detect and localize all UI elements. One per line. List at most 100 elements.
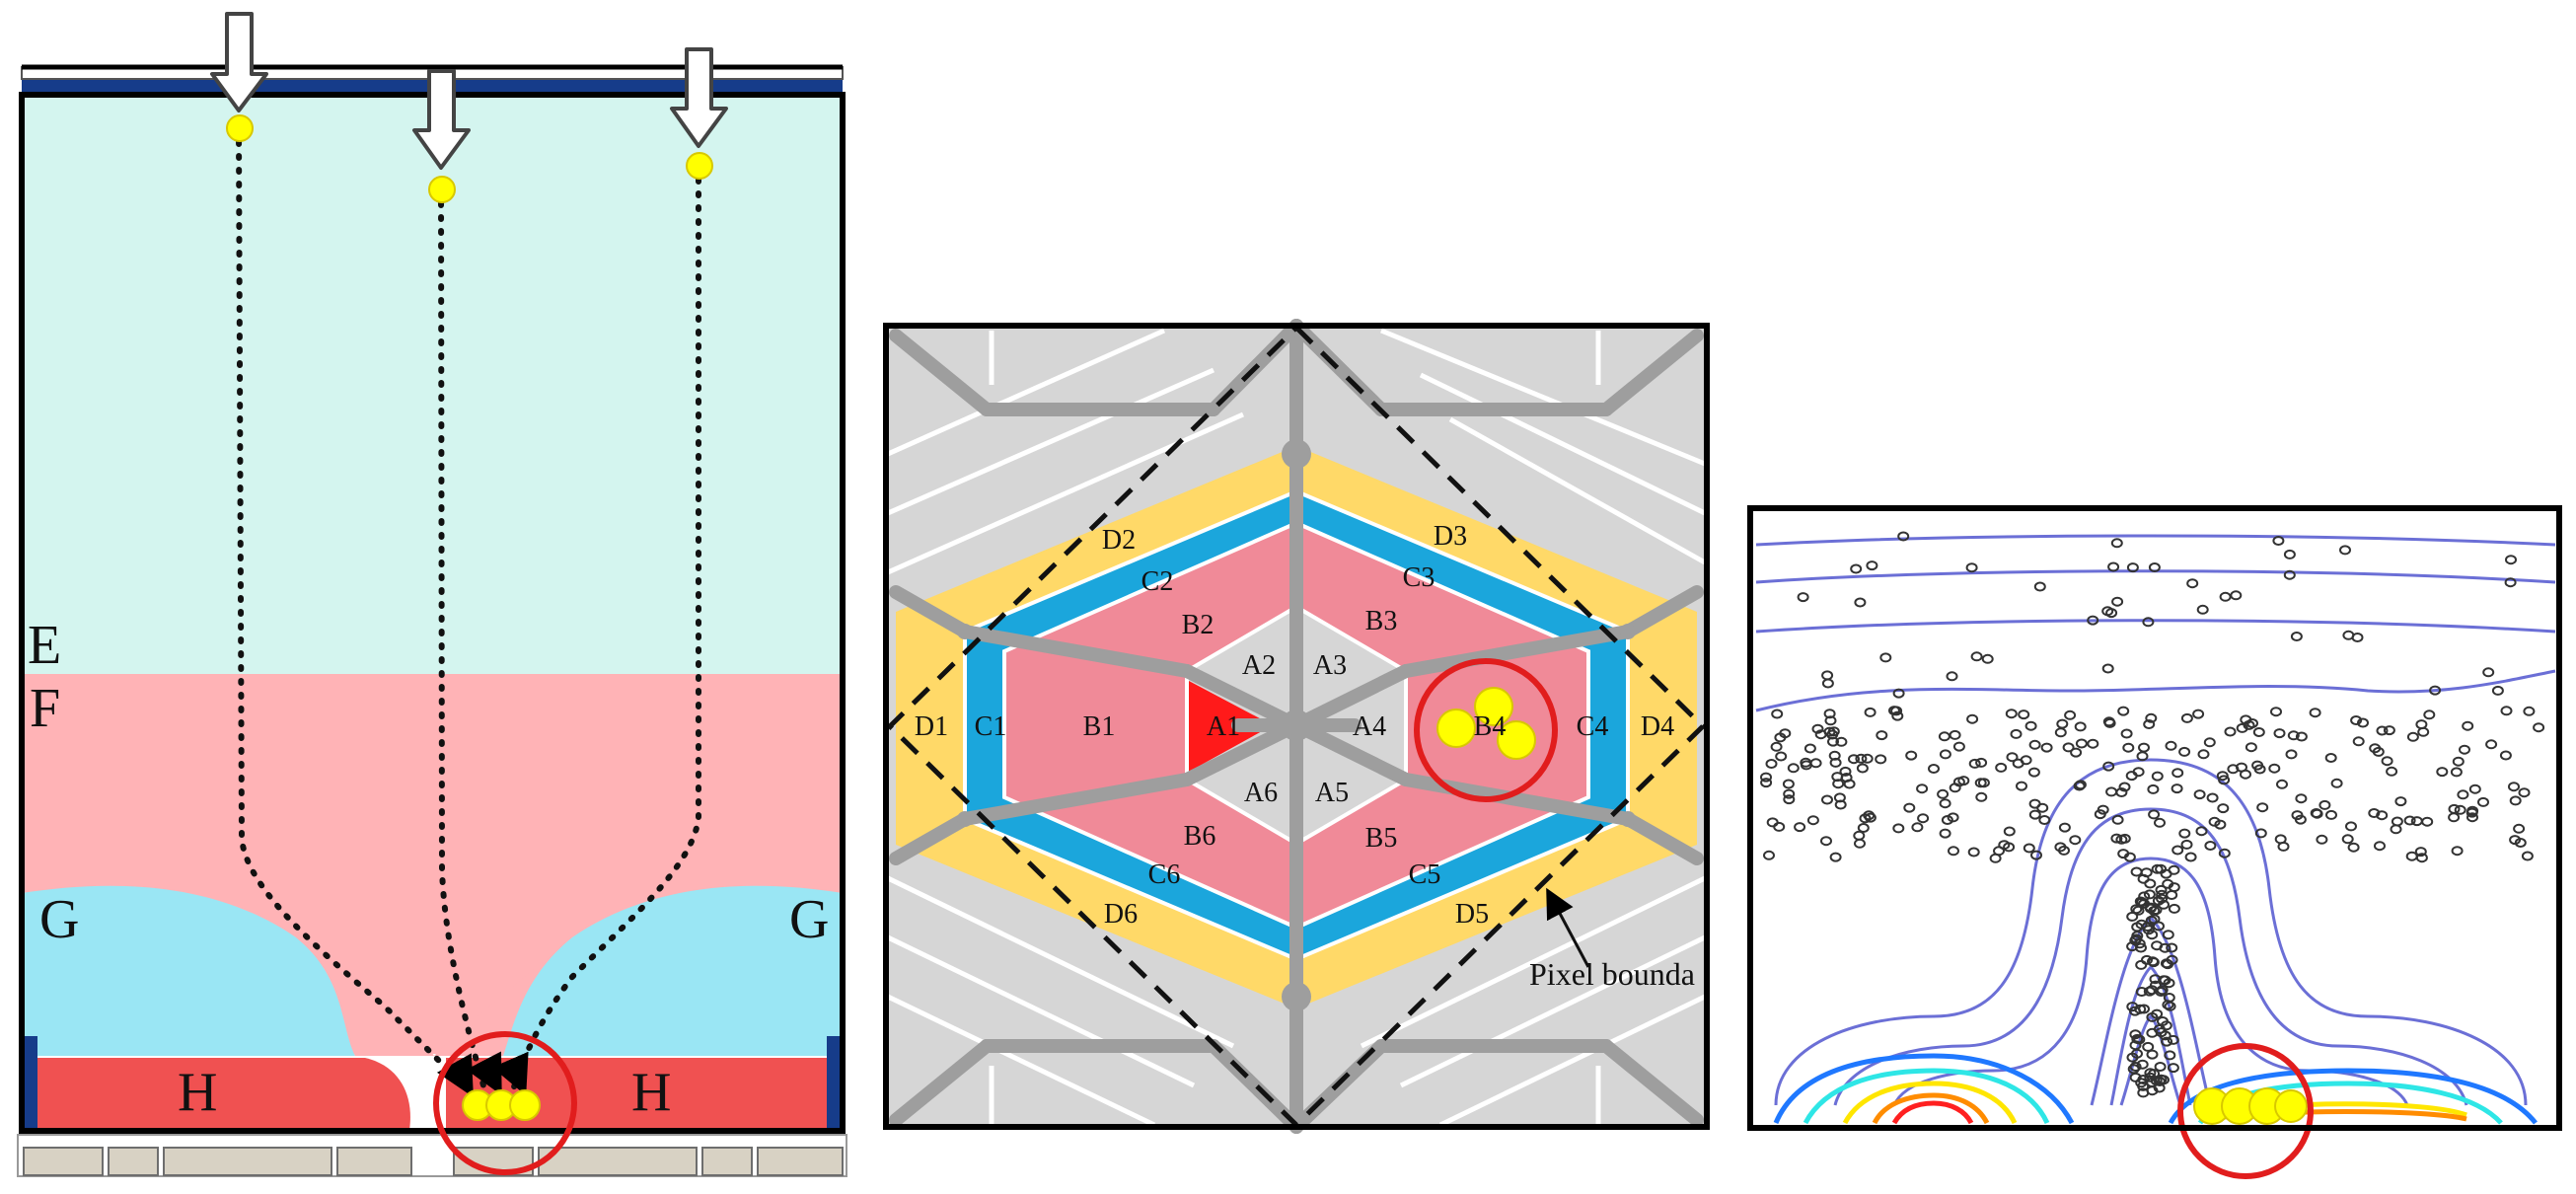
particle — [1800, 757, 1812, 768]
particle — [2523, 706, 2536, 716]
label-h-left: H — [178, 1062, 217, 1123]
region-h-left — [22, 1058, 410, 1130]
particle — [1854, 597, 1867, 608]
particle — [1939, 828, 1951, 839]
particle — [1864, 707, 1877, 717]
particle — [2145, 712, 2158, 723]
particle — [1760, 778, 1773, 788]
particle — [2155, 987, 2168, 997]
particle — [2122, 742, 2135, 753]
particle — [1811, 723, 1824, 734]
particle — [2180, 839, 2193, 850]
panel-field-simulation — [1747, 505, 2562, 1179]
cell-label-b1: B1 — [1083, 711, 1116, 742]
particle — [2118, 782, 2131, 792]
particle — [2147, 956, 2159, 967]
particle — [2448, 803, 2461, 814]
particle — [2156, 889, 2169, 900]
particle — [1774, 732, 1787, 743]
particle — [2390, 824, 2402, 835]
cell-label-c3: C3 — [1403, 562, 1435, 593]
particle — [2514, 838, 2527, 848]
particle — [2372, 746, 2385, 757]
particle — [2368, 808, 2381, 818]
particle — [2157, 1016, 2169, 1026]
cell-label-b6: B6 — [1184, 821, 1216, 852]
particle — [2110, 538, 2123, 549]
particle — [2165, 740, 2177, 751]
particle — [2459, 744, 2470, 755]
label-g-left: G — [39, 889, 79, 950]
particle — [1771, 709, 1784, 719]
particle — [2110, 833, 2123, 844]
particle — [2018, 709, 2030, 720]
particle — [1947, 812, 1959, 823]
particle — [1770, 741, 1783, 752]
particle — [2357, 717, 2369, 728]
particle — [2270, 707, 2282, 717]
particle — [2513, 823, 2526, 834]
particle — [2162, 878, 2174, 889]
particle — [2324, 753, 2337, 763]
particle — [1891, 710, 1904, 721]
particle — [2450, 767, 2463, 778]
particle — [1803, 743, 1816, 754]
particle — [1821, 678, 1834, 689]
particle — [2218, 775, 2231, 785]
particle — [2236, 722, 2248, 733]
particle — [2290, 632, 2303, 641]
particle — [1948, 846, 1959, 857]
collection-arrows — [436, 1051, 529, 1097]
particle — [2073, 781, 2086, 791]
particle — [2193, 789, 2206, 800]
particle — [2245, 742, 2257, 753]
particle — [2126, 911, 2139, 922]
particle — [2143, 719, 2156, 729]
particle — [2167, 1034, 2179, 1045]
particle — [2468, 784, 2481, 794]
particle — [2253, 764, 2266, 775]
particle — [1794, 822, 1806, 833]
charge-dot — [686, 152, 713, 180]
cell-label-b4: B4 — [1474, 711, 1507, 742]
particle — [1824, 715, 1837, 726]
cell-label-a3: A3 — [1313, 650, 1347, 681]
particle — [2152, 895, 2165, 906]
particle — [1775, 751, 1788, 762]
particle — [2268, 763, 2281, 774]
particle — [1853, 830, 1866, 841]
particle — [2394, 796, 2407, 807]
particle — [1975, 791, 1988, 802]
particle — [2151, 940, 2164, 951]
particle — [1911, 822, 1924, 833]
particle — [1827, 736, 1839, 747]
charge-dot — [1436, 709, 1476, 748]
particle — [2118, 833, 2131, 844]
particle — [2192, 709, 2205, 719]
particle — [2087, 615, 2099, 626]
particle — [2376, 810, 2389, 821]
particle — [2151, 771, 2164, 782]
cell-label-c6: C6 — [1148, 859, 1181, 890]
particle — [1855, 753, 1868, 764]
particle — [2069, 835, 2082, 846]
particle — [2318, 799, 2331, 810]
particle — [2136, 897, 2149, 908]
particle — [1806, 815, 1819, 826]
cell-label-c2: C2 — [1141, 566, 1174, 597]
particle — [2167, 1063, 2179, 1074]
particle — [2276, 779, 2288, 789]
particle — [2330, 778, 2343, 788]
particle — [1892, 688, 1905, 699]
particle — [2158, 975, 2171, 986]
particle — [1829, 852, 1842, 862]
particle — [2310, 808, 2322, 818]
particle — [1829, 757, 1842, 768]
particle — [2144, 903, 2157, 914]
particle — [2452, 756, 2465, 767]
particle — [1835, 736, 1848, 747]
particle — [1832, 779, 1845, 789]
particle — [2137, 1081, 2150, 1091]
scattered-particles — [1760, 531, 2545, 1098]
particle — [2105, 786, 2118, 797]
